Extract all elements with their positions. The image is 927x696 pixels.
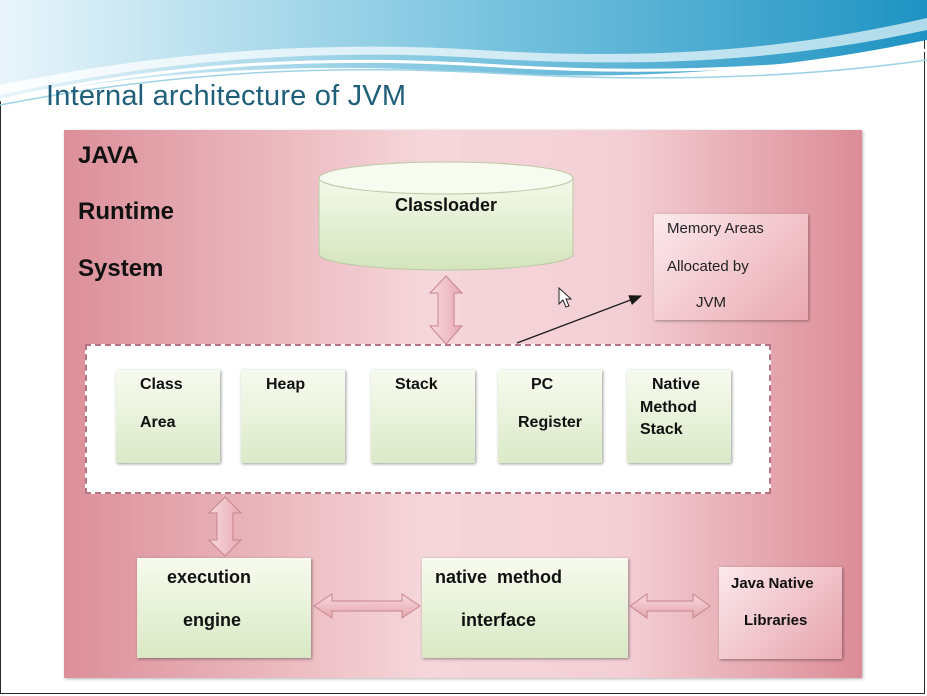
- stack-box: Stack: [371, 370, 475, 463]
- runtime-engine-arrow: [207, 496, 243, 557]
- execution-engine-box: execution engine: [137, 558, 311, 658]
- memory-note-pointer: [516, 295, 643, 344]
- native-interface-line1: native method: [435, 567, 563, 587]
- native-method-stack-box: Native Method Stack: [627, 370, 731, 463]
- class-area-line2: Area: [140, 414, 176, 431]
- native-libraries-line1: Java Native: [731, 575, 814, 592]
- classloader-runtime-arrow: [428, 275, 464, 345]
- native-stack-line1: Native: [652, 376, 701, 393]
- runtime-label-system: System: [78, 255, 164, 282]
- stack-label: Stack: [395, 376, 438, 393]
- memory-note-line3: JVM: [696, 294, 726, 311]
- memory-areas-note: Memory Areas Allocated by JVM: [654, 214, 808, 320]
- class-area-line1: Class: [140, 376, 183, 393]
- java-native-libraries-box: Java Native Libraries: [719, 567, 842, 659]
- interface-libraries-arrow: [629, 593, 711, 619]
- native-method-interface-box: native method interface: [422, 558, 628, 658]
- execution-engine-line2: engine: [183, 610, 242, 630]
- heap-box: Heap: [241, 370, 345, 463]
- class-area-box: Class Area: [116, 370, 220, 463]
- execution-engine-line1: execution: [167, 567, 252, 587]
- runtime-label-java: JAVA: [78, 142, 139, 169]
- heap-label: Heap: [266, 376, 306, 393]
- native-interface-line2: interface: [461, 610, 537, 630]
- slide-title: Internal architecture of JVM: [46, 80, 407, 112]
- classloader-label: Classloader: [394, 195, 498, 215]
- classloader-cylinder: [318, 161, 574, 271]
- runtime-label-runtime: Runtime: [78, 198, 174, 225]
- pc-register-line2: Register: [518, 414, 583, 431]
- memory-note-line2: Allocated by: [667, 258, 749, 275]
- pc-register-box: PC Register: [498, 370, 602, 463]
- native-stack-line3: Stack: [640, 421, 683, 438]
- cursor-icon: [558, 286, 573, 308]
- native-stack-line2: Method: [640, 399, 697, 416]
- memory-note-line1: Memory Areas: [667, 220, 764, 237]
- pc-register-line1: PC: [531, 376, 554, 393]
- native-libraries-line2: Libraries: [744, 612, 808, 629]
- header-wave-banner: [0, 0, 927, 106]
- engine-interface-arrow: [313, 593, 421, 619]
